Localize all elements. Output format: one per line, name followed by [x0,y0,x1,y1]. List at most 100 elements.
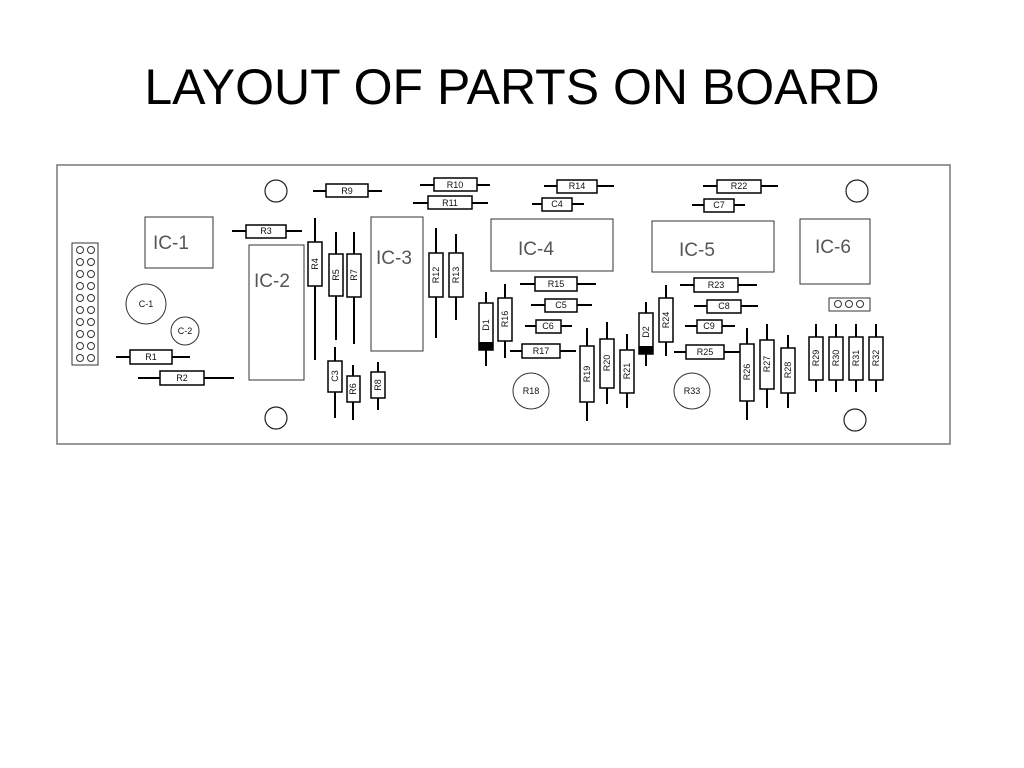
capacitor-c2-label: C-2 [178,326,193,336]
capacitor-c4-label: C4 [551,199,563,209]
resistor-r14-label: R14 [569,181,586,191]
capacitor-c3: C3 [327,347,343,418]
ic-3-label: IC-3 [376,248,412,269]
ic-1-label: IC-1 [153,233,189,254]
resistor-r31: R31 [848,324,864,392]
mounting-hole [845,179,869,203]
ic-1-package [144,216,214,269]
resistor-r26: R26 [739,328,755,420]
diode-d2-label: D2 [641,326,651,338]
capacitor-c4: C4 [532,197,584,212]
resistor-r8-label: R8 [373,379,383,391]
resistor-r10: R10 [420,177,490,192]
resistor-r6: R6 [346,365,361,420]
capacitor-c8: C8 [694,299,758,314]
resistor-r1-label: R1 [145,352,157,362]
resistor-r11: R11 [413,195,488,210]
slide-title: LAYOUT OF PARTS ON BOARD [144,59,880,115]
resistor-r30-label: R30 [831,350,841,367]
resistor-r16: R16 [497,284,513,358]
resistor-r20-label: R20 [602,355,612,372]
resistor-r15-label: R15 [548,279,565,289]
three-pin-connector [828,297,871,312]
resistor-r28: R28 [780,335,796,408]
resistor-r23: R23 [680,277,757,293]
capacitor-c6: C6 [525,319,572,334]
diode-d1-label: D1 [481,319,491,331]
potentiometer-r33-label: R33 [684,386,701,396]
ic-4-label: IC-4 [518,239,554,260]
resistor-r2: R2 [138,370,234,386]
ic-6-label: IC-6 [815,237,851,258]
resistor-r13: R13 [448,234,464,320]
resistor-r15: R15 [520,276,596,292]
resistor-r24-label: R24 [661,312,671,329]
resistor-r27-label: R27 [762,356,772,373]
resistor-r5: R5 [328,232,344,340]
resistor-r11-label: R11 [442,198,458,208]
resistor-r17: R17 [510,343,576,359]
ic-4-package [490,218,614,272]
resistor-r14: R14 [544,179,614,194]
capacitor-c9-label: C9 [703,321,715,331]
ic-2-label: IC-2 [254,271,290,292]
resistor-r31-label: R31 [851,350,861,367]
diode-d2: D2 [638,302,654,366]
resistor-r21-label: R21 [622,363,632,380]
potentiometer-r18-label: R18 [523,386,540,396]
resistor-r29-label: R29 [811,350,821,367]
resistor-r20: R20 [599,322,615,404]
resistor-r21: R21 [619,334,635,408]
resistor-r28-label: R28 [783,362,793,379]
resistor-r7: R7 [346,232,362,344]
resistor-r32: R32 [868,324,884,392]
resistor-r17-label: R17 [533,346,550,356]
diode-d1: D1 [478,292,494,366]
ic-5-label: IC-5 [679,240,715,261]
capacitor-c7: C7 [692,198,745,213]
mounting-hole [843,408,867,432]
resistor-r3: R3 [232,224,302,239]
capacitor-c6-label: C6 [542,321,554,331]
resistor-r5-label: R5 [331,269,341,281]
resistor-r4: R4 [307,218,323,360]
resistor-r30: R30 [828,324,844,392]
resistor-r23-label: R23 [708,280,725,290]
resistor-r26-label: R26 [742,364,752,381]
resistor-r9: R9 [313,183,382,198]
resistor-r25-label: R25 [697,347,714,357]
ic-3-package [370,216,424,352]
capacitor-c5: C5 [531,298,592,313]
capacitor-c3-label: C3 [330,370,340,382]
resistor-r22-label: R22 [731,181,748,191]
resistor-r6-label: R6 [348,383,358,395]
resistor-r3-label: R3 [260,226,272,236]
capacitor-c5-label: C5 [555,300,567,310]
mounting-hole [264,406,288,430]
mounting-hole [264,179,288,203]
resistor-r2-label: R2 [176,373,188,383]
resistor-r19-label: R19 [582,366,592,383]
capacitor-c7-label: C7 [713,200,725,210]
ic-2-package [248,244,305,381]
resistor-r10-label: R10 [447,180,464,190]
ic-5-package [651,220,775,273]
resistor-r4-label: R4 [310,258,320,270]
resistor-r24: R24 [658,285,674,356]
resistor-r16-label: R16 [500,311,510,328]
resistor-r1: R1 [116,349,190,365]
resistor-r19: R19 [579,328,595,421]
capacitor-c9: C9 [685,319,735,334]
pin-header [71,242,99,366]
capacitor-c1-label: C-1 [139,299,154,309]
resistor-r12-label: R12 [431,267,441,284]
resistor-r8: R8 [370,362,386,410]
resistor-r13-label: R13 [451,267,461,284]
resistor-r27: R27 [759,324,775,408]
ic-6-package [799,218,871,285]
resistor-r29: R29 [808,324,824,392]
resistor-r32-label: R32 [871,350,881,367]
resistor-r7-label: R7 [349,269,359,281]
